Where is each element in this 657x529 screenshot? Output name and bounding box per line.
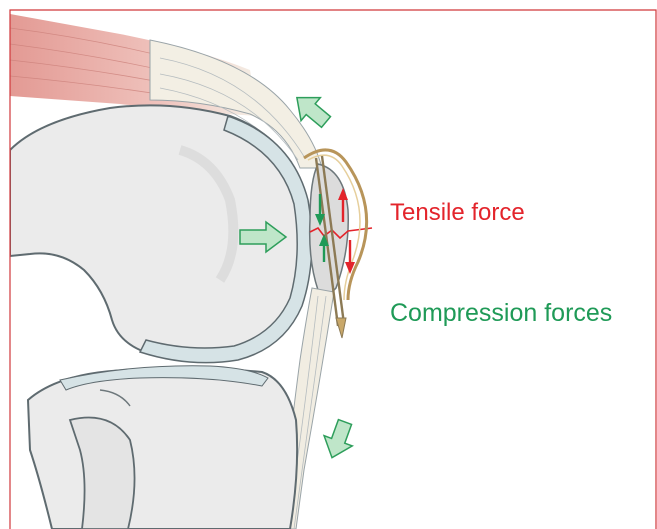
- compression-forces-label: Compression forces: [390, 299, 612, 328]
- tensile-force-label: Tensile force: [390, 199, 525, 227]
- patellar-tendon-pull-arrow-icon: [318, 417, 359, 463]
- tibia-bone: [28, 368, 297, 529]
